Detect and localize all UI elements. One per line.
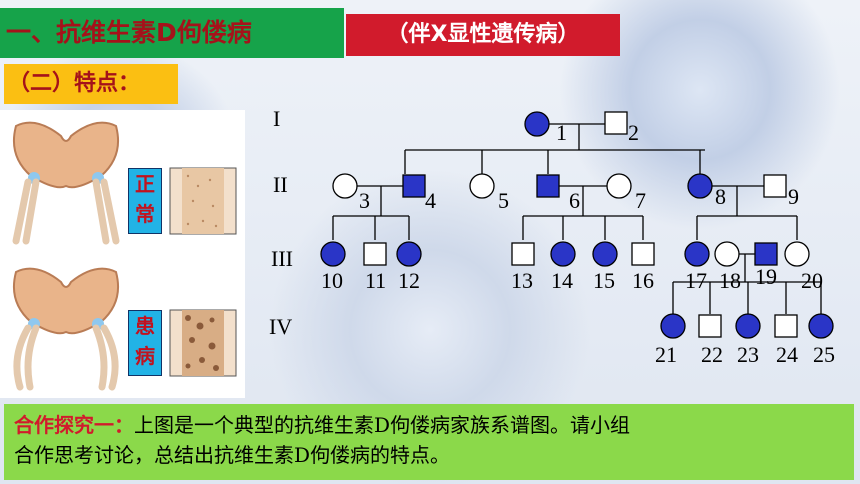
individual-label: 2 — [628, 120, 639, 145]
individual-label: 1 — [556, 120, 567, 145]
individual-label: 14 — [551, 268, 573, 293]
individual-label: 19 — [755, 264, 777, 289]
individual-label: 3 — [359, 188, 370, 213]
individual-7 — [606, 173, 632, 199]
bone-illustration-panel: 正常 患病 — [0, 110, 245, 398]
individual-label: 4 — [425, 188, 436, 213]
pedigree-chart: I II III IV 1 2 3 4 5 6 7 8 9 10 11 12 1… — [269, 106, 835, 367]
individual-16 — [631, 242, 655, 266]
generation-label-3: III — [271, 246, 293, 271]
individual-21 — [660, 313, 686, 339]
individual-5 — [469, 173, 495, 199]
individual-label: 11 — [365, 268, 386, 293]
prompt-line-1: 上图是一个典型的抗维生素D佝偻病家族系谱图。请小组 — [134, 413, 631, 437]
normal-pelvis-illustration — [12, 121, 120, 245]
prompt-line-2: 合作思考讨论，总结出抗维生素D佝偻病的特点。 — [14, 443, 451, 467]
individual-6 — [536, 174, 560, 198]
individual-11 — [363, 242, 387, 266]
normal-bone-texture — [169, 167, 237, 235]
individual-label: 7 — [635, 188, 646, 213]
individual-24 — [774, 314, 798, 338]
label-affected: 患病 — [128, 310, 162, 376]
individual-label: 25 — [813, 342, 835, 367]
individual-17 — [684, 241, 710, 267]
discussion-prompt: 合作探究一：上图是一个典型的抗维生素D佝偻病家族系谱图。请小组 合作思考讨论，总… — [4, 404, 854, 480]
generation-label-4: IV — [269, 314, 292, 339]
individual-label: 23 — [737, 342, 759, 367]
subsection-title: （二）特点： — [4, 64, 178, 104]
individual-14 — [550, 241, 576, 267]
individual-label: 20 — [801, 268, 823, 293]
individual-label: 13 — [511, 268, 533, 293]
individual-8 — [687, 173, 713, 199]
individual-label: 16 — [632, 268, 654, 293]
individual-19 — [754, 242, 778, 266]
individual-label: 9 — [788, 184, 799, 209]
affected-bone-texture — [169, 309, 237, 377]
individual-2 — [604, 111, 628, 135]
affected-pelvis-illustration — [12, 267, 120, 391]
individual-label: 21 — [655, 342, 677, 367]
individual-3 — [332, 173, 358, 199]
inheritance-type-title: （伴X显性遗传病） — [346, 14, 620, 56]
individual-label: 22 — [701, 342, 723, 367]
individual-label: 24 — [776, 342, 798, 367]
individual-label: 8 — [715, 184, 726, 209]
individual-1 — [524, 111, 550, 137]
generation-label-2: II — [273, 172, 288, 197]
individual-20 — [784, 241, 810, 267]
individual-label: 15 — [593, 268, 615, 293]
individual-4 — [402, 174, 426, 198]
individual-label: 18 — [719, 268, 741, 293]
individual-25 — [808, 313, 834, 339]
individual-label: 5 — [498, 188, 509, 213]
individual-label: 6 — [569, 188, 580, 213]
individual-label: 12 — [398, 268, 420, 293]
prompt-label: 合作探究一： — [14, 413, 134, 437]
individual-18 — [714, 241, 740, 267]
individual-9 — [763, 174, 787, 198]
individual-13 — [511, 242, 535, 266]
label-normal: 正常 — [128, 168, 162, 234]
individual-12 — [396, 241, 422, 267]
generation-label-1: I — [273, 106, 280, 131]
individual-10 — [320, 241, 346, 267]
individual-label: 17 — [685, 268, 707, 293]
individual-15 — [592, 241, 618, 267]
individual-22 — [698, 314, 722, 338]
individual-23 — [735, 313, 761, 339]
individual-label: 10 — [321, 268, 343, 293]
section-title: 一、抗维生素D佝偻病 — [0, 8, 344, 58]
